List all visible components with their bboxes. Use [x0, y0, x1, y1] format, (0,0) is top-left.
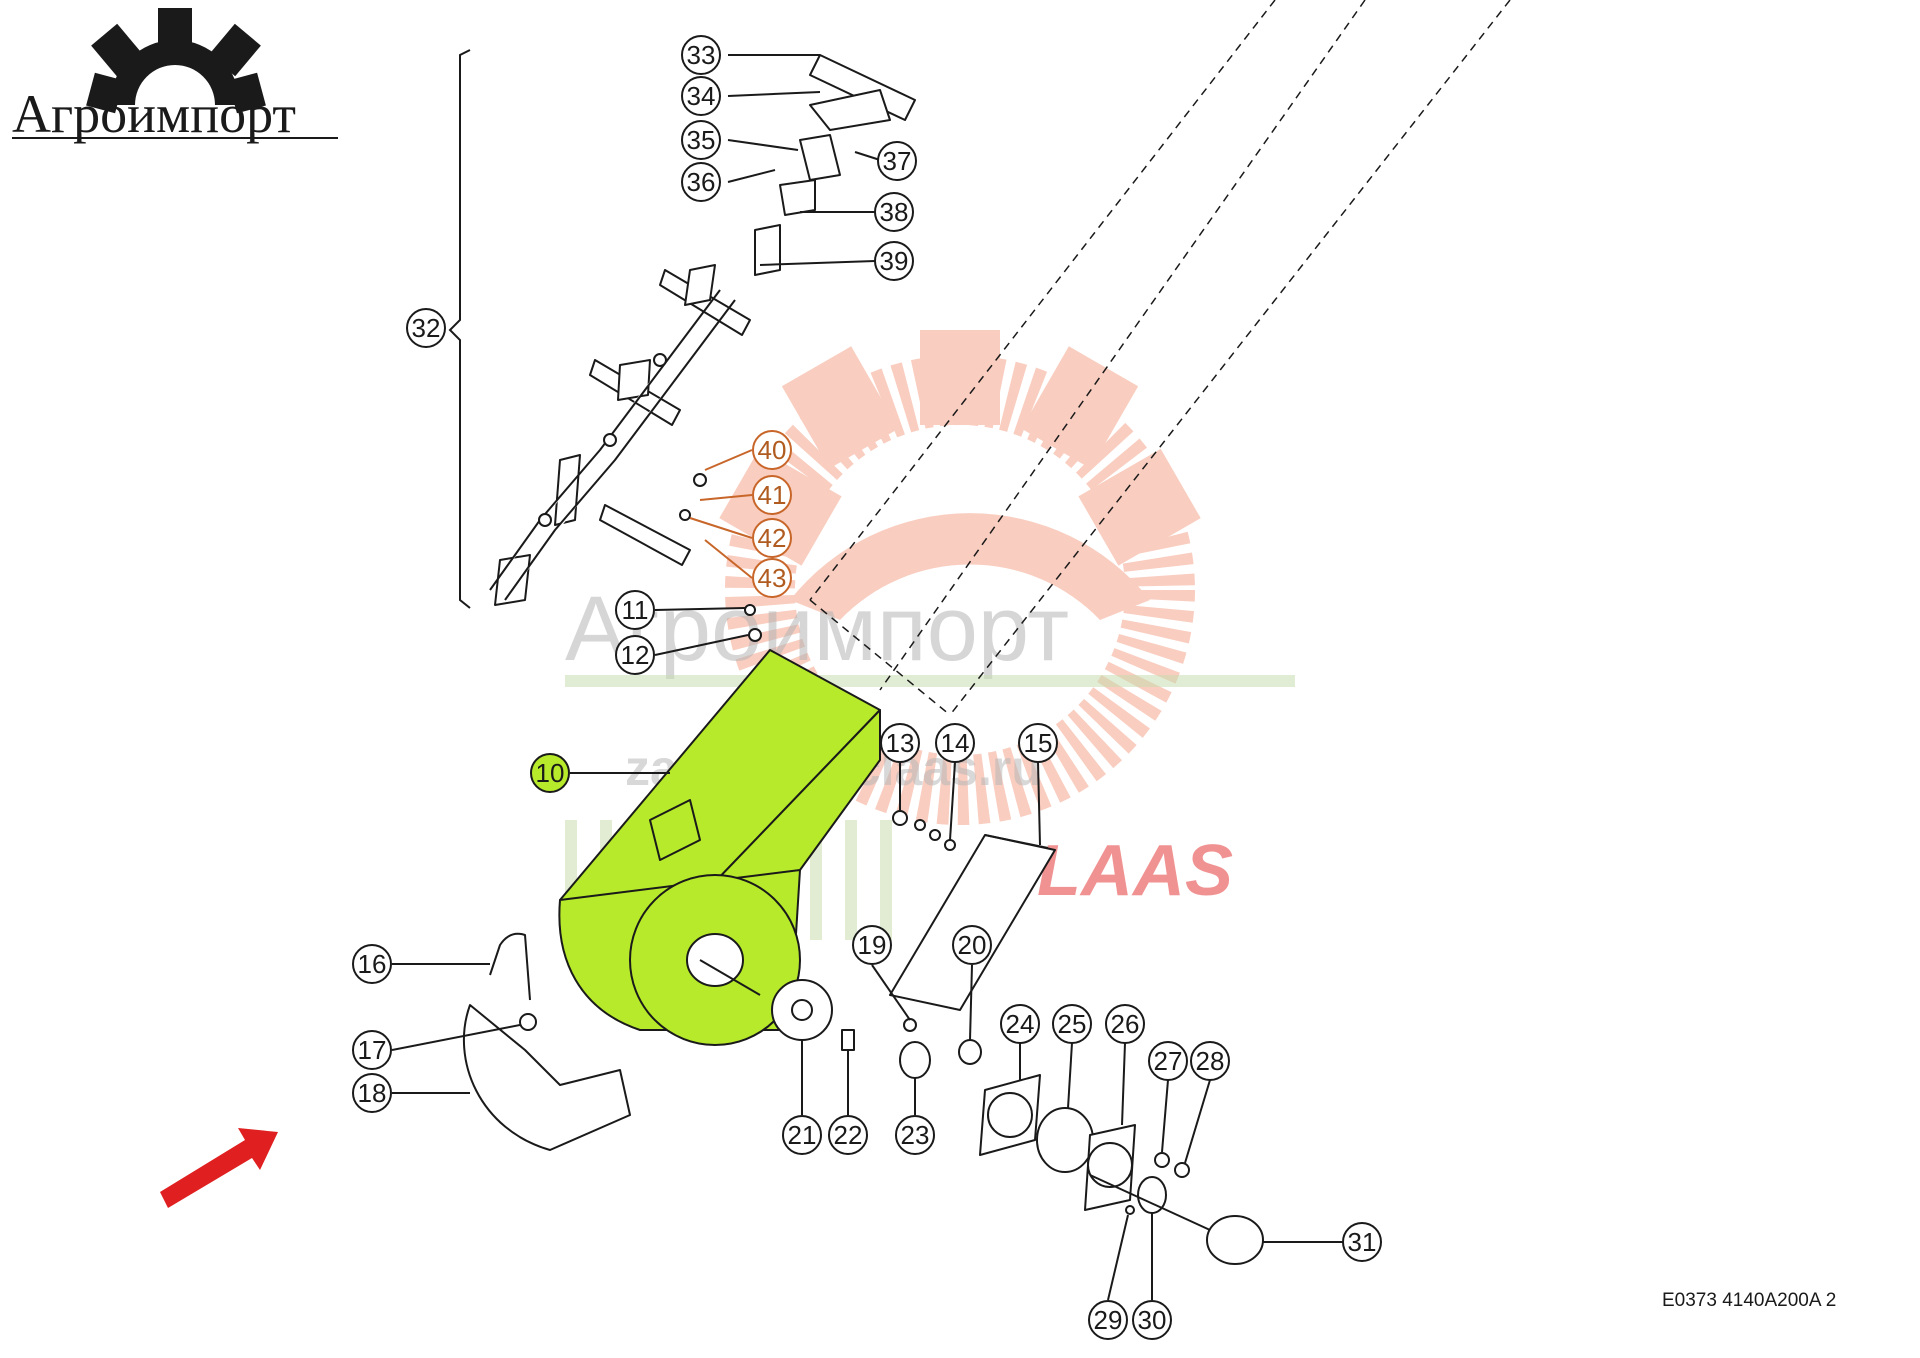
callout-12-label: 12: [621, 640, 650, 670]
callout-19-label: 19: [858, 930, 887, 960]
callout-37-label: 37: [883, 146, 912, 176]
callout-40-label: 40: [758, 435, 787, 465]
callout-10: 10: [530, 753, 570, 793]
callout-22-label: 22: [834, 1120, 863, 1150]
bushing-20: [958, 1039, 982, 1065]
callout-38: 38: [874, 192, 914, 232]
callout-23: 23: [895, 1115, 935, 1155]
callout-36: 36: [681, 162, 721, 202]
callout-34: 34: [681, 76, 721, 116]
callout-43-label: 43: [758, 563, 787, 593]
callout-38-label: 38: [880, 197, 909, 227]
callout-29: 29: [1088, 1300, 1128, 1340]
washer-14a: [914, 819, 926, 831]
callout-11-label: 11: [622, 595, 649, 625]
callout-18-label: 18: [358, 1078, 387, 1108]
callout-14: 14: [935, 723, 975, 763]
callout-21: 21: [782, 1115, 822, 1155]
logo-text: Агроимпорт: [12, 84, 296, 144]
chain-assembly: [489, 54, 916, 642]
callout-31-label: 31: [1348, 1227, 1377, 1257]
callout-21-label: 21: [788, 1120, 817, 1150]
callout-26-label: 26: [1111, 1009, 1140, 1039]
sprocket-21: [771, 979, 833, 1041]
callout-24: 24: [1000, 1004, 1040, 1044]
collar-23: [899, 1041, 931, 1079]
callout-27: 27: [1148, 1041, 1188, 1081]
washer-14b: [929, 829, 941, 841]
company-logo: Агроимпорт: [12, 8, 338, 144]
callout-28: 28: [1190, 1041, 1230, 1081]
washer-13: [892, 810, 908, 826]
callout-42-label: 42: [758, 523, 787, 553]
set-screw-19: [903, 1018, 917, 1032]
callout-42: 42: [752, 518, 792, 558]
callout-23-label: 23: [901, 1120, 930, 1150]
callout-32-label: 32: [412, 313, 441, 343]
callout-16-label: 16: [358, 949, 387, 979]
callout-25-label: 25: [1058, 1009, 1087, 1039]
callout-30: 30: [1132, 1300, 1172, 1340]
callout-28-label: 28: [1196, 1046, 1225, 1076]
drive-housing: [558, 649, 881, 1046]
callout-29-label: 29: [1094, 1305, 1123, 1335]
callout-14-label: 14: [941, 728, 970, 758]
callout-10-label: 10: [536, 758, 565, 788]
gear-icon: [86, 8, 266, 114]
callout-13-label: 13: [886, 728, 915, 758]
callout-19: 19: [852, 925, 892, 965]
callout-34-label: 34: [687, 81, 716, 111]
callout-30-label: 30: [1138, 1305, 1167, 1335]
callout-32: 32: [406, 308, 446, 348]
callout-43: 43: [752, 558, 792, 598]
drawing-code: E0373 4140A200A 2: [1662, 1290, 1836, 1311]
shield-plate: [889, 834, 1056, 1011]
callout-36-label: 36: [687, 167, 716, 197]
callout-18: 18: [352, 1073, 392, 1113]
callout-26: 26: [1105, 1004, 1145, 1044]
callout-25: 25: [1052, 1004, 1092, 1044]
callout-39-label: 39: [880, 246, 909, 276]
callout-17-label: 17: [358, 1035, 387, 1065]
assembly-direction-arrow-icon: [160, 1128, 278, 1208]
callout-24-label: 24: [1006, 1009, 1035, 1039]
callout-35-label: 35: [687, 125, 716, 155]
callout-11: 11: [615, 590, 655, 630]
assembly-guide-lines: [809, 0, 1511, 716]
callout-13: 13: [880, 723, 920, 763]
callout-15: 15: [1018, 723, 1058, 763]
washer-14c: [944, 839, 956, 851]
callout-12: 12: [615, 635, 655, 675]
bearing-stack: [979, 1074, 1264, 1265]
watermark-gear-icon: [719, 330, 1201, 825]
group-brace-32: [448, 49, 471, 609]
callout-20: 20: [952, 925, 992, 965]
callout-39: 39: [874, 241, 914, 281]
callout-33: 33: [681, 35, 721, 75]
callout-31: 31: [1342, 1222, 1382, 1262]
key-22: [841, 1029, 855, 1051]
callout-41-label: 41: [758, 480, 787, 510]
callout-41: 41: [752, 475, 792, 515]
callout-22: 22: [828, 1115, 868, 1155]
callout-37: 37: [877, 141, 917, 181]
callout-16: 16: [352, 944, 392, 984]
callout-35: 35: [681, 120, 721, 160]
callout-40: 40: [752, 430, 792, 470]
callout-17: 17: [352, 1030, 392, 1070]
callout-15-label: 15: [1024, 728, 1053, 758]
callout-20-label: 20: [958, 930, 987, 960]
leader-lines: [391, 54, 1343, 1301]
callout-33-label: 33: [687, 40, 716, 70]
callout-27-label: 27: [1154, 1046, 1183, 1076]
